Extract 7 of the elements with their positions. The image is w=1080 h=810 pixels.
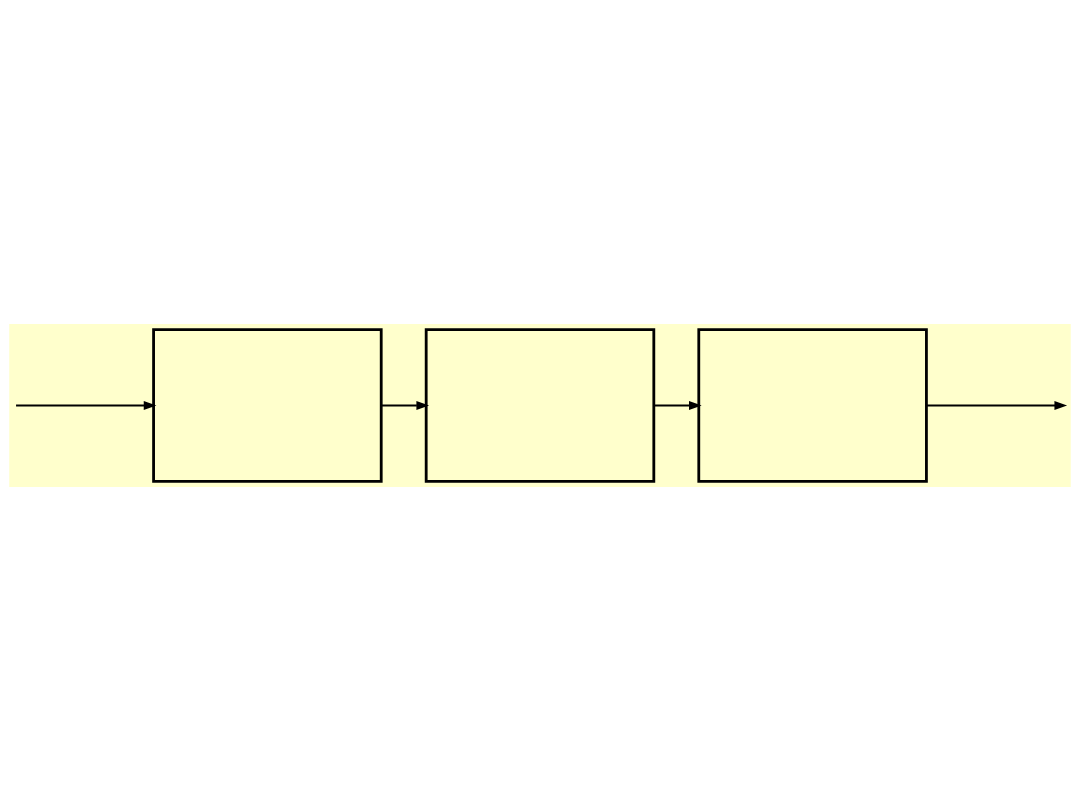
node-box — [697, 327, 928, 483]
node-box — [424, 327, 656, 483]
arrow — [381, 400, 430, 410]
arrow — [926, 400, 1068, 410]
node-box — [152, 327, 383, 483]
arrow — [653, 400, 702, 410]
arrow — [16, 400, 157, 410]
